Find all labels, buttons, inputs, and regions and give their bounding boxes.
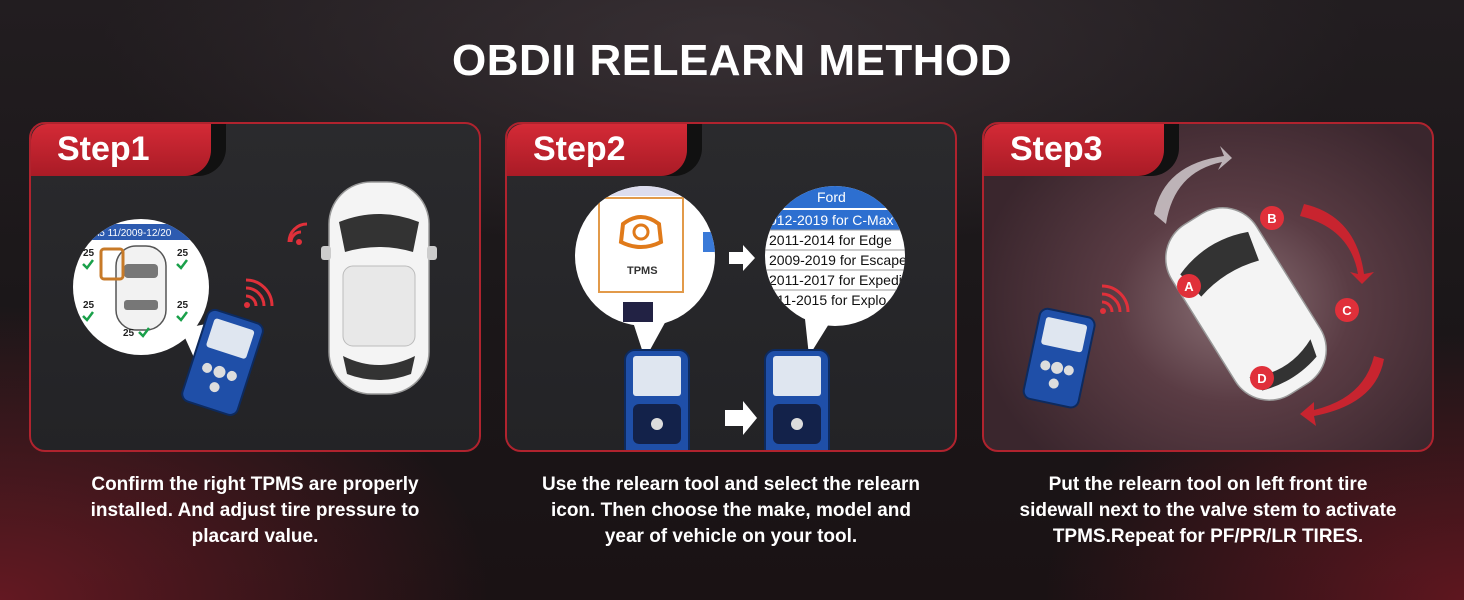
step2-caption-line: icon. Then choose the make, model and — [550, 500, 912, 521]
screen-strip-text: AS A5 11/2009-12/20 — [77, 228, 172, 239]
step1-panel: Step1 AS A5 11/2009-12/20 25 25 25 25 25 — [29, 122, 481, 452]
rotate-arrow-icon — [1300, 204, 1374, 284]
page-title: OBDII RELEARN METHOD — [452, 36, 1012, 85]
signal-waves-3 — [1100, 284, 1130, 314]
wheel-marker-c — [1335, 298, 1359, 322]
step1-illustration: AS A5 11/2009-12/20 25 25 25 25 25 — [73, 181, 437, 416]
step3-caption-line: TPMS.Repeat for PF/PR/LR TIRES. — [1052, 526, 1364, 547]
step3-caption-line: Put the relearn tool on left front tire — [1048, 474, 1368, 495]
tpms-icon-label: TPMS — [627, 265, 658, 277]
step1-caption-line: installed. And adjust tire pressure to — [90, 500, 420, 521]
car-top-view-3 — [1164, 207, 1328, 401]
step1-caption: Confirm the right TPMS are properly inst… — [29, 472, 481, 550]
step3-tab-label: Step3 — [1010, 130, 1103, 168]
step2-tab-label: Step2 — [533, 130, 626, 168]
wheel-label-d: D — [1257, 371, 1266, 386]
rotate-arrow-icon — [1300, 356, 1384, 426]
arrow-right-icon — [729, 245, 755, 271]
wheel-marker-a — [1177, 274, 1201, 298]
step1-tab-label: Step1 — [57, 130, 150, 168]
make-header: Ford — [817, 189, 846, 205]
model-item: 2011-2014 for Edge — [769, 232, 892, 248]
rotate-arrow-icon — [1154, 146, 1232, 224]
model-item: 2009-2019 for Escape — [769, 252, 907, 268]
step2-tab — [507, 124, 687, 176]
step2-illustration: TPMS Ford 012-2019 for C-Max 2011-2014 f… — [575, 186, 907, 450]
wheel-label-b: B — [1267, 211, 1276, 226]
tpms-icon — [618, 215, 664, 249]
step3-panel: Step3 A B C D — [982, 122, 1434, 452]
model-item-selected: 012-2019 for C-Max — [769, 212, 894, 228]
step3-tab — [984, 124, 1164, 176]
wheel-marker-d — [1250, 366, 1274, 390]
tpms-tool-3 — [1022, 307, 1096, 409]
step2-caption-line: year of vehicle on your tool. — [604, 526, 858, 547]
step1-tab — [31, 124, 211, 176]
tire-value-rr: 25 — [177, 300, 189, 311]
step3-caption-line: sidewall next to the valve stem to activ… — [1019, 500, 1397, 521]
tpms-tool-2b — [764, 349, 830, 450]
wheel-marker-b — [1260, 206, 1284, 230]
step2-caption: Use the relearn tool and select the rele… — [505, 472, 957, 550]
wheel-label-c: C — [1342, 303, 1352, 318]
step2-panel: Step2 TPMS Ford 012-2019 for C-Max — [505, 122, 957, 452]
step1-caption-line: Confirm the right TPMS are properly — [91, 474, 419, 495]
step2-caption-line: Use the relearn tool and select the rele… — [541, 474, 921, 495]
car-top-view-1 — [321, 181, 437, 395]
signal-waves-2 — [287, 222, 308, 245]
tire-value-spare: 25 — [123, 328, 135, 339]
step1-caption-line: placard value. — [191, 526, 319, 547]
tire-value-fr: 25 — [177, 248, 189, 259]
model-item: 011-2015 for Explo — [769, 292, 886, 308]
tire-value-fl: 25 — [83, 248, 95, 259]
arrow-right-icon — [725, 401, 757, 435]
tpms-tool-1 — [181, 308, 264, 416]
wheel-label-a: A — [1184, 279, 1194, 294]
step3-illustration: A B C D — [1022, 146, 1384, 426]
step3-caption: Put the relearn tool on left front tire … — [982, 472, 1434, 550]
tire-value-rl: 25 — [83, 300, 95, 311]
tpms-tool-2a — [624, 349, 690, 450]
signal-waves-1 — [244, 278, 274, 308]
model-item: 2011-2017 for Expedi — [769, 272, 902, 288]
